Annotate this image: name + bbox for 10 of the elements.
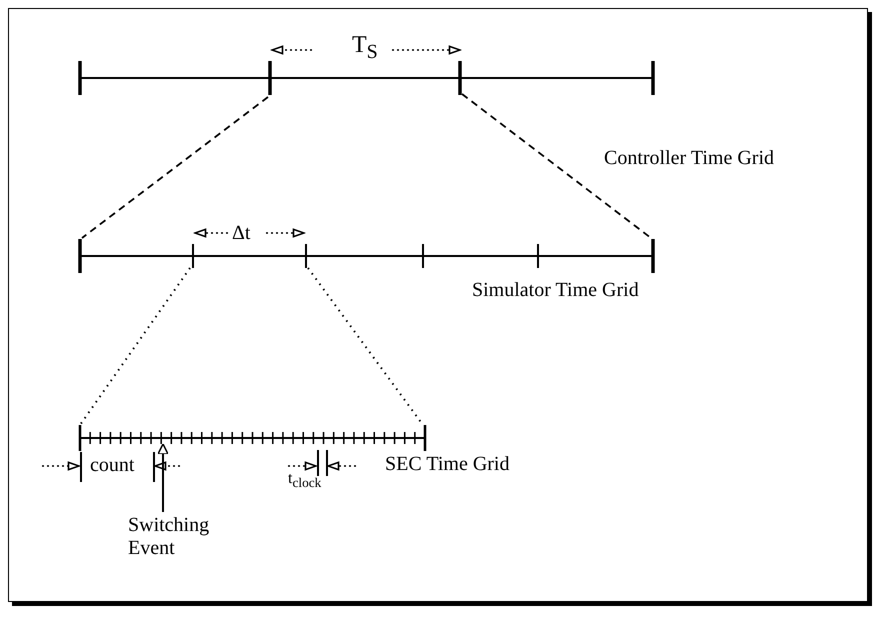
grid-label: SEC Time Grid bbox=[385, 453, 510, 475]
grid-label: Simulator Time Grid bbox=[472, 279, 639, 301]
grid-label: Controller Time Grid bbox=[604, 147, 774, 169]
dimension-label: t$_{clock}$ bbox=[288, 470, 322, 491]
dimension-label: T$_{S}$ bbox=[352, 32, 378, 63]
event-label: Switching Event bbox=[128, 514, 218, 560]
timeline-drawing bbox=[78, 425, 426, 451]
dimension-label: Δt bbox=[232, 222, 250, 244]
arrow bbox=[157, 443, 169, 512]
dimension-label: count bbox=[90, 454, 134, 476]
